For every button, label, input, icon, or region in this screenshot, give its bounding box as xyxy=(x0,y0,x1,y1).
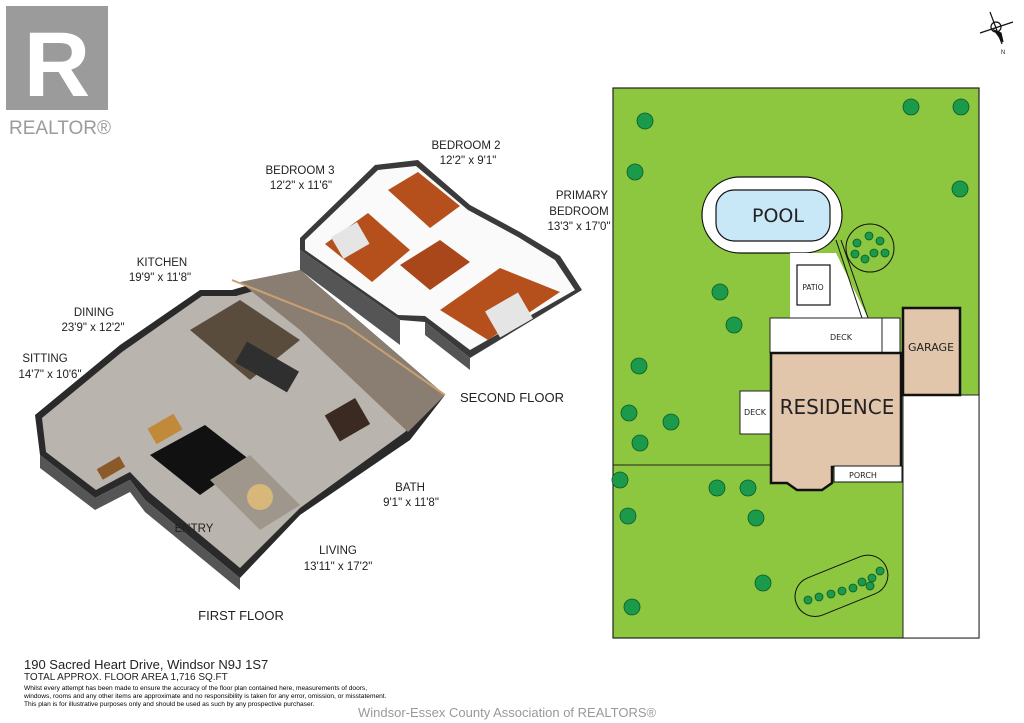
disclaimer-line: This plan is for illustrative purposes o… xyxy=(24,701,315,708)
second-floor-plan xyxy=(300,160,582,370)
room-label-primary-2: BEDROOM xyxy=(549,206,608,218)
pool xyxy=(715,189,831,242)
tree-icon xyxy=(747,509,765,527)
tree-icon xyxy=(837,586,847,596)
tree-icon xyxy=(754,574,772,592)
room-size-living: 13'11" x 17'2" xyxy=(304,561,373,573)
compass-icon xyxy=(979,11,1014,45)
tree-icon xyxy=(875,566,885,576)
porch xyxy=(833,465,903,483)
tree-icon xyxy=(739,479,757,497)
compass-north-label: N xyxy=(1001,50,1005,56)
room-size-sitting: 14'7" x 10'6" xyxy=(18,369,81,381)
tree-icon xyxy=(708,479,726,497)
patio xyxy=(796,264,831,306)
disclaimer-line: Whilst every attempt has been made to en… xyxy=(24,685,368,692)
tree-icon xyxy=(626,163,644,181)
tree-icon xyxy=(865,581,875,591)
first-floor-plan xyxy=(35,270,446,590)
svg-text:R: R xyxy=(24,14,90,116)
total-floor-area: TOTAL APPROX. FLOOR AREA 1,716 SQ.FT xyxy=(24,672,228,683)
tree-icon xyxy=(875,236,885,246)
tree-icon xyxy=(814,592,824,602)
tree-icon xyxy=(803,595,813,605)
tree-icon xyxy=(623,598,641,616)
tree-icon xyxy=(880,248,890,258)
room-label-kitchen: KITCHEN xyxy=(137,257,187,269)
tree-icon xyxy=(848,583,858,593)
tree-icon xyxy=(860,254,870,264)
first-floor-title: FIRST FLOOR xyxy=(198,608,284,623)
tree-icon xyxy=(867,573,877,583)
second-floor-title: SECOND FLOOR xyxy=(460,390,564,405)
tree-icon xyxy=(636,112,654,130)
pool-label: POOL xyxy=(752,205,804,227)
room-label-bedroom-3: BEDROOM 3 xyxy=(265,165,334,177)
tree-icon xyxy=(864,231,874,241)
tree-icon xyxy=(662,413,680,431)
tree-icon xyxy=(850,249,860,259)
room-size-kitchen: 19'9" x 11'8" xyxy=(129,272,191,284)
deck-top xyxy=(769,317,901,354)
garage-label: GARAGE xyxy=(908,341,954,354)
room-label-bedroom-2: BEDROOM 2 xyxy=(431,140,500,152)
residence-label: RESIDENCE xyxy=(780,395,895,419)
tree-icon xyxy=(952,98,970,116)
room-label-bath: BATH xyxy=(395,482,425,494)
room-size-primary: 13'3" x 17'0" xyxy=(547,221,610,233)
porch-label: PORCH xyxy=(849,471,877,480)
svg-text:REALTOR®: REALTOR® xyxy=(9,118,111,139)
room-label-living: LIVING xyxy=(319,545,357,557)
tree-icon xyxy=(902,98,920,116)
garage xyxy=(901,306,962,397)
room-label-dining: DINING xyxy=(74,307,114,319)
deck-top-label: DECK xyxy=(830,333,853,342)
tree-icon xyxy=(869,248,879,258)
room-label-sitting: SITTING xyxy=(22,353,67,365)
tree-icon xyxy=(631,434,649,452)
site-plan xyxy=(612,87,980,639)
realtor-logo: R REALTOR® xyxy=(6,6,111,139)
tree-icon xyxy=(857,577,867,587)
tree-icon xyxy=(711,283,729,301)
residence xyxy=(769,351,903,492)
property-address: 190 Sacred Heart Drive, Windsor N9J 1S7 xyxy=(24,657,269,672)
watermark: Windsor-Essex County Association of REAL… xyxy=(358,705,657,720)
tree-icon xyxy=(611,471,629,489)
tree-icon xyxy=(826,589,836,599)
room-size-bedroom-3: 12'2" x 11'6" xyxy=(270,180,332,192)
room-label-entry: ENTRY xyxy=(175,523,214,535)
room-label-primary: PRIMARY xyxy=(556,190,609,202)
tree-icon xyxy=(951,180,969,198)
tree-icon xyxy=(619,507,637,525)
disclaimer-line: windows, rooms and any other items are a… xyxy=(24,693,387,700)
tree-icon xyxy=(630,357,648,375)
room-size-dining: 23'9" x 12'2" xyxy=(61,322,124,334)
patio-label: PATIO xyxy=(802,283,823,292)
deck-side-label: DECK xyxy=(744,408,767,417)
tree-icon xyxy=(620,404,638,422)
room-size-bath: 9'1" x 11'8" xyxy=(383,497,439,509)
site-trees xyxy=(611,98,970,616)
garden-bed xyxy=(794,554,889,617)
room-size-bedroom-2: 12'2" x 9'1" xyxy=(440,155,497,167)
tree-icon xyxy=(725,316,743,334)
tree-icon xyxy=(852,238,862,248)
